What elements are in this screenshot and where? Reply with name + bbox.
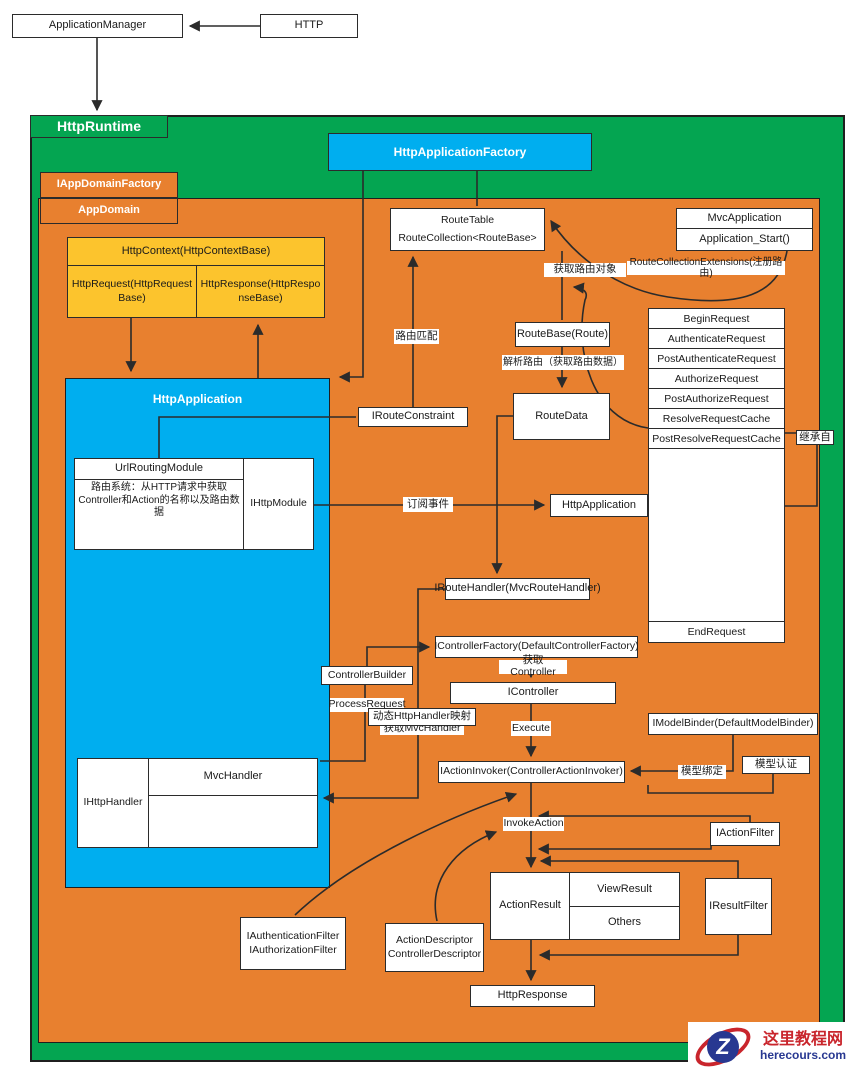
others-box: Others	[569, 906, 680, 940]
routedata-box: RouteData	[513, 393, 610, 440]
application-start-box: Application_Start()	[676, 228, 813, 251]
logo-circle: Z	[707, 1031, 739, 1063]
logo-icon: Z	[689, 1019, 757, 1071]
event-spacer	[649, 449, 784, 621]
imodelbinder-box: IModelBinder(DefaultModelBinder)	[648, 713, 818, 735]
event-row: BeginRequest	[649, 309, 784, 329]
http-box: HTTP	[260, 14, 358, 38]
httpapplicationfactory-box: HttpApplicationFactory	[328, 133, 592, 171]
httpapplication-instance-box: HttpApplication	[550, 494, 648, 517]
iactionfilter-box: IActionFilter	[710, 822, 780, 846]
appdomain-box: AppDomain	[40, 198, 178, 224]
routing-note-box: 路由系统：从HTTP请求中获取Controller和Action的名称以及路由数…	[74, 479, 244, 550]
iresultfilter-box: IResultFilter	[705, 878, 772, 935]
httpcontext-box: HttpContext(HttpContextBase)	[67, 237, 325, 266]
routetable-box: RouteTable RouteCollection<RouteBase>	[390, 208, 545, 251]
iactioninvoker-box: IActionInvoker(ControllerActionInvoker)	[438, 761, 625, 783]
application-manager-box: ApplicationManager	[12, 14, 183, 38]
parse-route-label: 解析路由（获取路由数据）	[502, 355, 624, 370]
descriptors-box: ActionDescriptor ControllerDescriptor	[385, 923, 484, 972]
urlroutingmodule-box: UrlRoutingModule	[74, 458, 244, 480]
mvcapplication-box: MvcApplication	[676, 208, 813, 229]
invoke-action-label: InvokeAction	[503, 817, 564, 831]
event-row: PostResolveRequestCache	[649, 429, 784, 449]
pipeline-events-box: BeginRequest AuthenticateRequest PostAut…	[648, 308, 785, 643]
httpruntime-title: HttpRuntime	[30, 115, 168, 138]
routebase-box: RouteBase(Route)	[515, 322, 610, 347]
ihttpmodule-box: IHttpModule	[243, 458, 314, 550]
dynamic-handler-mapping-box: 动态HttpHandler映射	[368, 708, 476, 726]
model-validation-box: 模型认证	[742, 756, 810, 774]
logo-site-domain: herecours.com	[760, 1047, 847, 1062]
iappdomainfactory-box: IAppDomainFactory	[40, 172, 178, 198]
execute-label: Execute	[511, 721, 551, 736]
get-route-object-label: 获取路由对象	[544, 263, 626, 277]
routetable-label: RouteTable	[440, 213, 495, 226]
controllerbuilder-box: ControllerBuilder	[321, 666, 413, 685]
icontrollerfactory-box: IControllerFactory(DefaultControllerFact…	[434, 636, 639, 658]
httprequest-box: HttpRequest(HttpRequestBase)	[67, 265, 197, 318]
event-row: PostAuthenticateRequest	[649, 349, 784, 369]
subscribe-events-label: 订阅事件	[403, 497, 453, 512]
application-manager-label: ApplicationManager	[48, 19, 147, 32]
inherit-from-label: 继承自	[796, 430, 834, 445]
register-routes-label: RouteCollectionExtensions(注册路由)	[627, 257, 785, 279]
event-row: AuthenticateRequest	[649, 329, 784, 349]
routecollection-label: RouteCollection<RouteBase>	[398, 231, 537, 244]
model-binding-label: 模型绑定	[678, 765, 726, 779]
event-row: PostAuthorizeRequest	[649, 389, 784, 409]
httpresponse-box: HttpResponse	[470, 985, 595, 1007]
httpresponse-context-box: HttpResponse(HttpResponseBase)	[196, 265, 325, 318]
http-label: HTTP	[294, 19, 324, 32]
actionresult-box: ActionResult	[490, 872, 570, 940]
icontroller-box: IController	[450, 682, 616, 704]
route-match-label: 路由匹配	[394, 329, 439, 344]
event-row-end: EndRequest	[649, 621, 784, 642]
site-logo: Z 这里教程网 herecours.com	[688, 1019, 848, 1071]
mvchandler-empty-cell	[148, 795, 318, 848]
event-row: ResolveRequestCache	[649, 409, 784, 429]
iroutehandler-box: IRouteHandler(MvcRouteHandler)	[434, 578, 601, 600]
get-controller-label: 获取Controller	[499, 655, 567, 678]
logo-site-name: 这里教程网	[763, 1030, 844, 1048]
ihttphandler-box: IHttpHandler	[77, 758, 149, 848]
auth-filters-box: IAuthenticationFilter IAuthorizationFilt…	[240, 917, 346, 970]
viewresult-box: ViewResult	[569, 872, 680, 907]
httpapplication-title: HttpApplication	[152, 392, 243, 406]
event-row: AuthorizeRequest	[649, 369, 784, 389]
mvchandler-box: MvcHandler	[148, 758, 318, 796]
irouteconstraint-box: IRouteConstraint	[358, 407, 468, 427]
